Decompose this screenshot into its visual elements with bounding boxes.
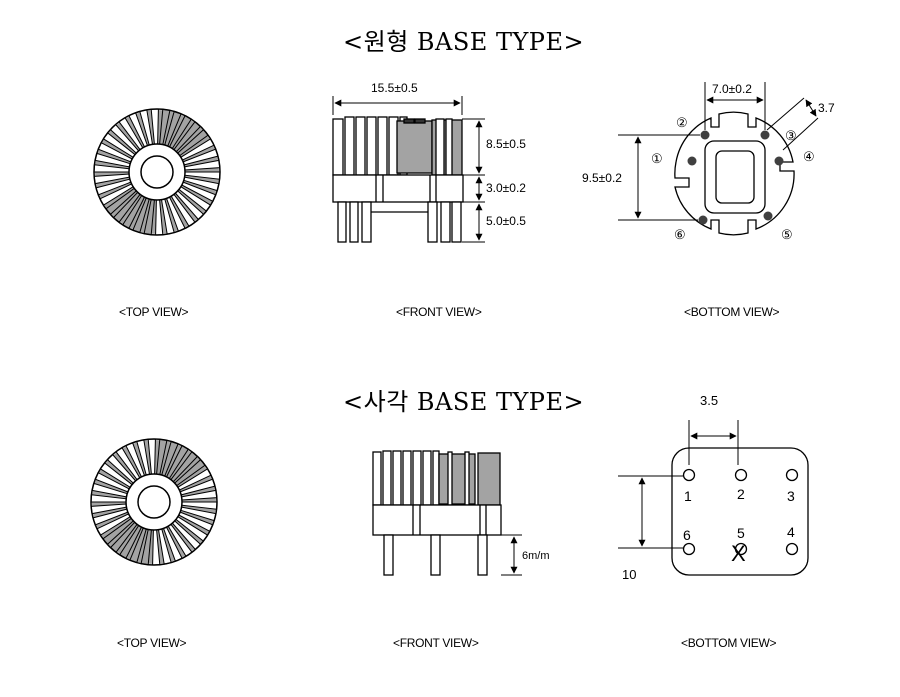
winding-stripes	[372, 450, 440, 506]
square-pin-6	[682, 542, 696, 556]
core-opening-inner	[715, 150, 755, 204]
round-front-view	[332, 116, 464, 243]
removed-pin-mark: X	[731, 541, 746, 566]
square-base-body	[372, 504, 502, 536]
pin-dot-2	[700, 130, 710, 140]
round-front-dimensions	[332, 96, 485, 243]
square-pin-label-4: 4	[787, 524, 795, 540]
dim-pin-length: 5.0±0.5	[486, 214, 526, 228]
round-bottom-dimensions	[618, 82, 819, 221]
pin-dot-4	[774, 156, 784, 166]
square-pin-1	[682, 468, 696, 482]
toroid-center-hole	[140, 155, 174, 189]
square-base-outline	[671, 447, 809, 576]
pin-dot-5	[763, 211, 773, 221]
dim-pin-offset: 3.7	[818, 101, 835, 115]
square-pin-4	[785, 542, 799, 556]
square-top-view-toroid	[90, 438, 218, 566]
round-base-title: <원형 BASE TYPE>	[343, 28, 585, 56]
square-bottom-dimensions	[618, 420, 739, 549]
pin-label-1: ①	[651, 151, 663, 166]
square-pin-5	[734, 542, 748, 556]
dim-pin-spacing-x: 7.0±0.2	[712, 82, 752, 96]
round-base-body	[332, 174, 464, 203]
pin-label-5: ⑤	[781, 227, 793, 242]
square-top-view-caption: <TOP VIEW>	[117, 636, 187, 650]
square-pin-label-1: 1	[684, 488, 692, 504]
pin-dot-3	[760, 130, 770, 140]
square-pin-3	[785, 468, 799, 482]
square-front-view-caption: <FRONT VIEW>	[393, 636, 479, 650]
winding-stripes	[332, 116, 408, 176]
toroid-center-hole	[137, 485, 171, 519]
square-base-title: <사각 BASE TYPE>	[343, 388, 585, 416]
dim-core-height: 8.5±0.5	[486, 137, 526, 151]
pin-dot-6	[698, 215, 708, 225]
round-bottom-view-caption: <BOTTOM VIEW>	[684, 305, 780, 319]
square-pin-2	[734, 468, 748, 482]
pin-label-6: ⑥	[674, 227, 686, 242]
core-gray-block	[396, 120, 433, 174]
square-pin-label-6: 6	[683, 527, 691, 543]
dim-square-pin-pitch: 3.5	[700, 393, 718, 408]
round-top-view-caption: <TOP VIEW>	[119, 305, 189, 319]
square-front-view	[372, 450, 502, 576]
square-pin-label-2: 2	[737, 486, 745, 502]
toroid-outer-ring	[90, 438, 218, 566]
pin-label-3: ③	[785, 128, 797, 143]
pin-label-2: ②	[676, 115, 688, 130]
dim-square-pin-length: 6m/m	[522, 550, 550, 562]
pin-dot-1	[687, 156, 697, 166]
dim-pin-spacing-y: 9.5±0.2	[582, 171, 622, 185]
round-bottom-view	[674, 111, 795, 236]
toroid-outer-ring	[93, 108, 221, 236]
dim-square-row-spacing: 10	[622, 567, 636, 582]
dim-width: 15.5±0.5	[371, 81, 418, 95]
core-gray-block-right	[477, 452, 501, 506]
square-pin-label-3: 3	[787, 488, 795, 504]
square-bottom-view	[671, 447, 809, 576]
dim-base-height: 3.0±0.2	[486, 181, 526, 195]
pin-label-4: ④	[803, 149, 815, 164]
square-front-dimensions	[501, 534, 522, 576]
square-pin-label-5: 5	[737, 525, 745, 541]
round-front-view-caption: <FRONT VIEW>	[396, 305, 482, 319]
round-top-view-toroid	[93, 108, 221, 236]
square-bottom-view-caption: <BOTTOM VIEW>	[681, 636, 777, 650]
